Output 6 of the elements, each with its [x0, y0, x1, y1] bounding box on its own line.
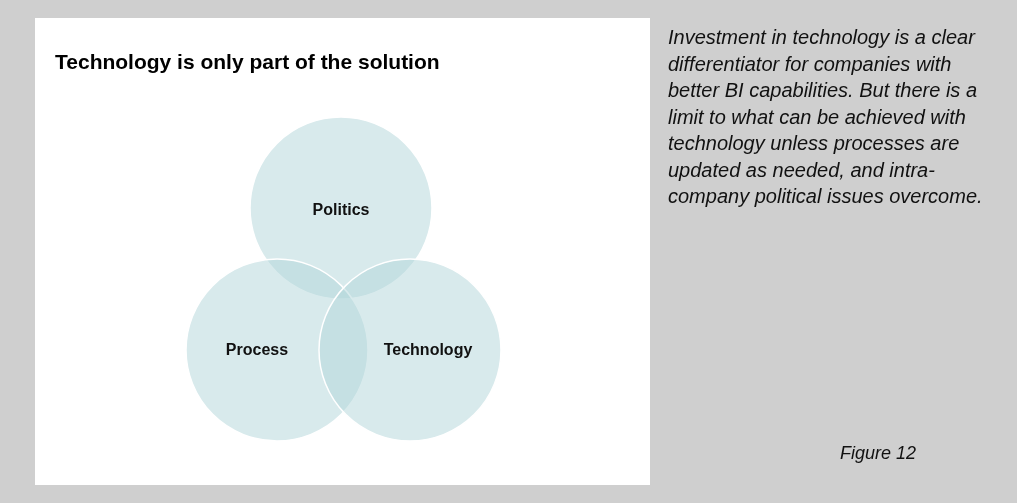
circle-label: Technology [383, 341, 473, 359]
title: Technology is only part of the solution [55, 50, 440, 74]
description-text: Investment in technology is a clear differentiator for companies with better BI capabilities. But there is a limit to what can be achieved with technology unless processes are updated as needed, and intra-company political issues overcome. [668, 25, 984, 209]
circle-label: Politics [312, 201, 370, 219]
figure-caption: Figure 12 [840, 443, 917, 464]
circle-label: Process [225, 341, 289, 359]
